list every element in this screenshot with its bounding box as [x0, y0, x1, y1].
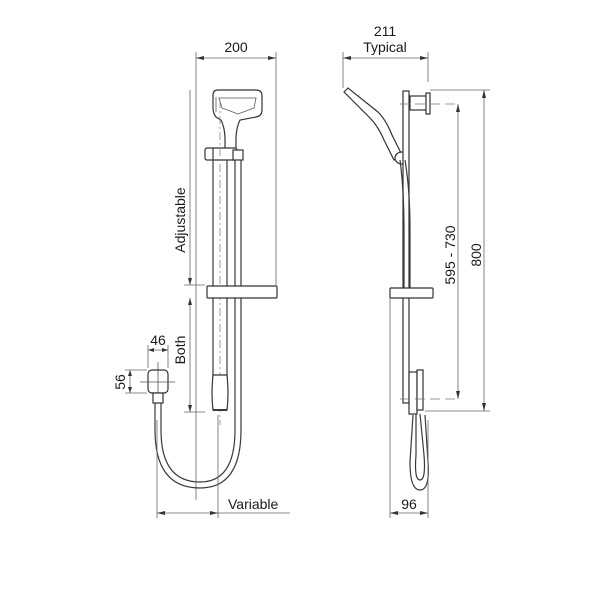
- projection-dimension: 211 Typical: [342, 23, 429, 88]
- adjustable-label: Adjustable: [172, 187, 188, 253]
- depth-label: 96: [401, 496, 417, 512]
- outlet-width-label: 46: [150, 332, 166, 348]
- projection-value: 211: [374, 23, 397, 39]
- shower-hose: [154, 403, 242, 489]
- fixing-centres-label: 595 - 730: [442, 225, 458, 284]
- rail-side: [389, 90, 460, 491]
- fixing-centres-dimension: 595 - 730: [442, 104, 460, 399]
- both-dimension: Both: [172, 298, 205, 413]
- shower-holder: [204, 147, 244, 161]
- outlet-height-label: 56: [112, 374, 128, 390]
- hose-label: Variable: [228, 496, 279, 512]
- width-dimension: 200: [195, 39, 277, 500]
- projection-label: Typical: [363, 39, 407, 55]
- side-view: 211 Typical: [342, 23, 490, 518]
- rail-front: [211, 100, 242, 425]
- hose-dimension: Variable: [156, 415, 290, 518]
- wall-outlet: 46 56: [112, 332, 175, 404]
- depth-dimension: 96: [389, 298, 429, 518]
- hand-shower-head-side: [343, 87, 410, 165]
- rail-height-dimension: 800: [425, 89, 490, 412]
- rail-height-label: 800: [468, 243, 484, 267]
- both-label: Both: [172, 336, 188, 365]
- lower-bracket-front: [206, 285, 278, 299]
- front-view: 200: [112, 39, 290, 518]
- width-label: 200: [224, 39, 248, 55]
- adjustable-dimension: Adjustable: [172, 90, 205, 286]
